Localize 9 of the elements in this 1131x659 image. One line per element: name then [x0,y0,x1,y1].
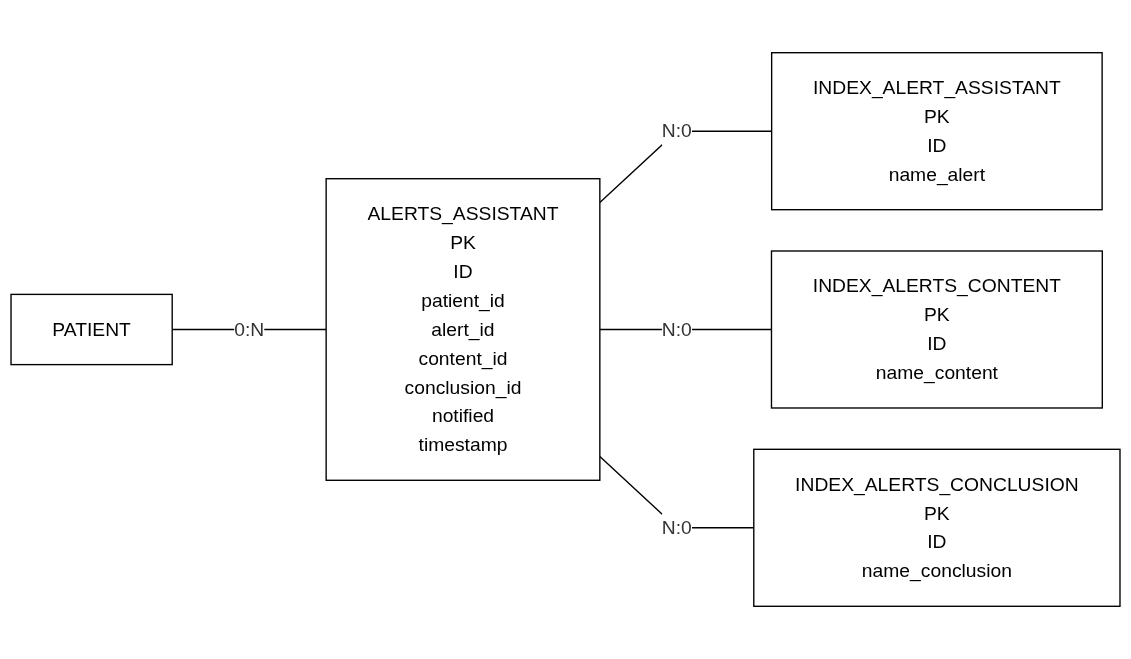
edge-label: 0:N [234,317,265,340]
node-box: INDEX_ALERT_ASSISTANT PK ID name_alert [770,52,1103,211]
node-box: INDEX_ALERTS_CONTENT PK ID name_content [770,250,1103,409]
node-box: PATIENT [10,293,173,366]
edge-label: N:0 [661,516,692,539]
node-box: ALERTS_ASSISTANT PK ID patient_id alert_id content_id conclusion_id notified timestamp [325,178,601,481]
edge-label: N:0 [661,119,692,142]
edge-label: N:0 [661,317,692,340]
node-box: INDEX_ALERTS_CONCLUSION PK ID name_conclusion [753,448,1121,607]
